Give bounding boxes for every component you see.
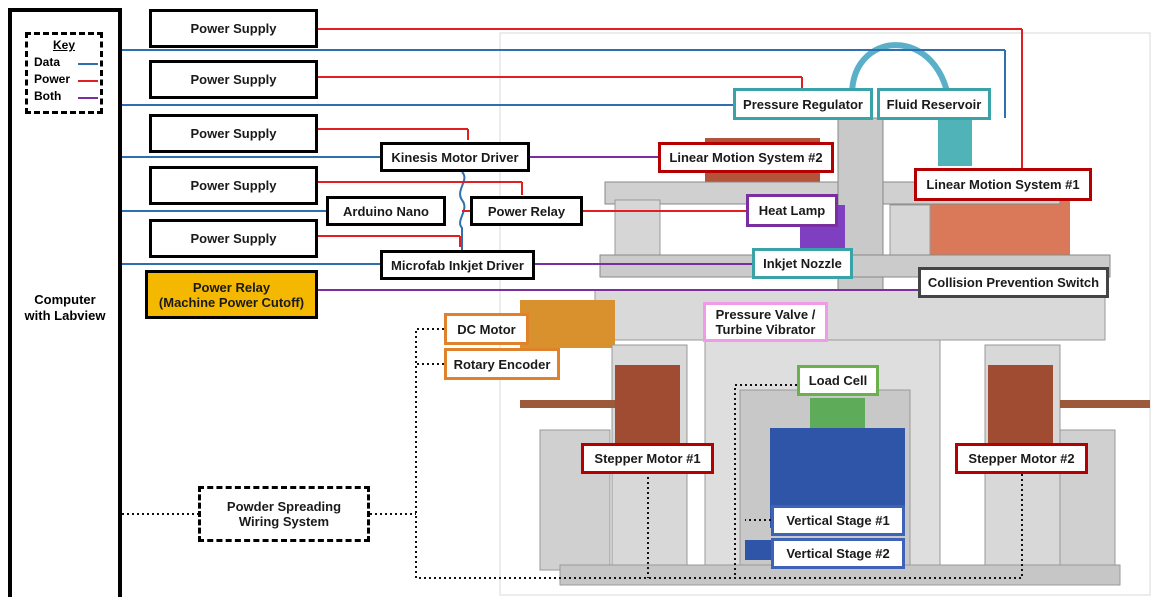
power-supply-4: Power Supply [149,166,318,205]
load-cell: Load Cell [797,365,879,396]
fluid-reservoir: Fluid Reservoir [877,88,991,120]
rotary-encoder: Rotary Encoder [444,348,560,380]
power-supply-3: Power Supply [149,114,318,153]
linear-motion-system-1: Linear Motion System #1 [914,168,1092,201]
stepper-motor-2: Stepper Motor #2 [955,443,1088,474]
power-supply-2: Power Supply [149,60,318,99]
inkjet-nozzle: Inkjet Nozzle [752,248,853,279]
vertical-stage-2: Vertical Stage #2 [771,538,905,569]
arduino-nano: Arduino Nano [326,196,446,226]
key-power-line [78,80,98,82]
power-supply-1: Power Supply [149,9,318,48]
key-both-label: Both [34,89,61,103]
key-data-label: Data [34,55,60,69]
key-both-line [78,97,98,99]
stepper-motor-1: Stepper Motor #1 [581,443,714,474]
pressure-valve-turbine-vibrator: Pressure Valve / Turbine Vibrator [703,302,828,342]
legend-key: Key Data Power Both [25,32,103,114]
key-data-line [78,63,98,65]
pressure-regulator: Pressure Regulator [733,88,873,120]
key-power-label: Power [34,72,70,86]
key-title: Key [28,38,100,52]
power-supply-5: Power Supply [149,219,318,258]
heat-lamp: Heat Lamp [746,194,838,227]
kinesis-motor-driver: Kinesis Motor Driver [380,142,530,172]
power-relay-cutoff: Power Relay (Machine Power Cutoff) [145,270,318,319]
power-relay: Power Relay [470,196,583,226]
computer-label: Computer with Labview [12,292,118,324]
dc-motor: DC Motor [444,313,529,345]
microfab-inkjet-driver: Microfab Inkjet Driver [380,250,535,280]
vertical-stage-1: Vertical Stage #1 [771,505,905,536]
linear-motion-system-2: Linear Motion System #2 [658,142,834,173]
collision-prevention-switch: Collision Prevention Switch [918,267,1109,298]
powder-spreading-wiring-system: Powder Spreading Wiring System [198,486,370,542]
